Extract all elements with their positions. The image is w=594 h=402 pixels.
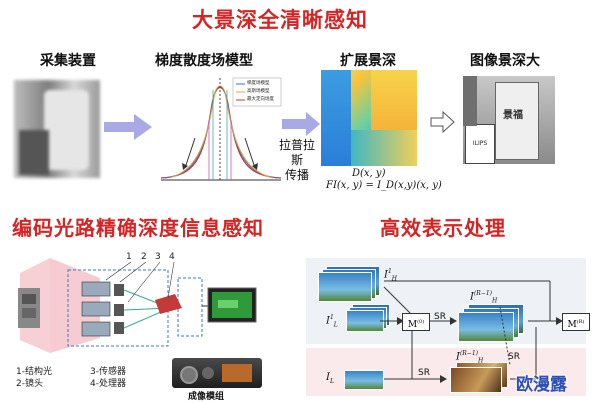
ihr2-sub: H	[478, 357, 484, 365]
legend-right: 3-传感器 4-处理器	[90, 366, 126, 390]
watermark: 欧漫露	[516, 375, 567, 395]
extend-label: 扩展景深	[340, 53, 396, 69]
ih1-sub: H	[391, 275, 398, 283]
image-label: 图像景深大	[470, 53, 540, 69]
ihr2-text: I	[456, 351, 460, 363]
capture-image	[14, 80, 100, 178]
plot-legend: 梯度场模型 高斯场模型 最大定向场度	[247, 80, 274, 104]
arrow-right-icon	[104, 114, 152, 140]
gradient-label: 梯度散度场模型	[155, 53, 253, 69]
mr-text: M	[567, 320, 577, 330]
legend-item: 2-镜头	[16, 379, 43, 389]
label-il1: I1L	[326, 314, 338, 328]
photo-text: ILIPS	[465, 124, 495, 164]
mr-sup: (R)	[576, 319, 585, 325]
il1-sup: 1	[329, 314, 334, 321]
ihr2-sup: (R−1)	[459, 350, 478, 357]
top-title: 大景深全清晰感知	[192, 8, 368, 32]
legend-left: 1-结构光 2-镜头	[16, 366, 52, 390]
mr-box: M(R)	[562, 313, 590, 331]
ih1-text: I	[384, 269, 388, 281]
fused-image: ILIPS 景福	[463, 76, 555, 164]
label-ihr: I(R−1)H	[470, 290, 497, 304]
ih1-sup: 1	[387, 268, 392, 275]
image-stack-hr	[458, 304, 524, 342]
sr-label: SR	[434, 312, 446, 322]
image-il	[344, 370, 384, 390]
right-title: 高效表示处理	[380, 216, 506, 240]
legend-item: 最大定向场度	[247, 97, 274, 102]
photo-text: 景福	[503, 110, 523, 121]
m0-sup: (0)	[417, 319, 425, 325]
legend-item: 3-传感器	[90, 367, 126, 377]
il1-sub: L	[333, 321, 338, 329]
legend-item: 梯度场模型	[247, 81, 270, 86]
legend-item: 4-处理器	[90, 379, 126, 389]
callout-number: 3	[155, 252, 161, 262]
callout-number: 2	[141, 252, 147, 262]
optical-path-diagram	[18, 258, 257, 353]
il-text: I	[326, 372, 330, 383]
acquire-label: 采集装置	[40, 53, 96, 69]
callout-number: 1	[126, 252, 132, 262]
image-stack-h1	[318, 266, 382, 302]
module-label: 成像模组	[188, 392, 225, 402]
gradient-curve-plot	[160, 77, 282, 181]
ihr-text: I	[470, 291, 474, 303]
sr-label: SR	[418, 368, 430, 378]
arrow-right-outline-icon	[430, 111, 455, 133]
m0-box: M(0)	[402, 313, 430, 331]
equation-fi: FI(x, y) = I_D(x,y)(x, y)	[326, 180, 442, 191]
legend-item: 高斯场模型	[247, 89, 270, 94]
ihr-sub: H	[492, 297, 498, 305]
imaging-module-photo	[172, 358, 262, 388]
label-il: IL	[326, 372, 334, 385]
laplace-text: 拉普拉斯	[278, 138, 315, 167]
label-ihr2: I(R−1)H	[456, 350, 483, 364]
label-ih1: I1H	[384, 268, 397, 282]
ihr-sup: (R−1)	[473, 290, 492, 297]
spread-text: 传播	[284, 168, 309, 182]
equation-d: D(x, y)	[352, 168, 386, 179]
arrow-right-icon	[282, 112, 320, 136]
depth-map	[321, 70, 417, 166]
legend-item: 1-结构光	[16, 367, 52, 377]
callout-number: 4	[169, 252, 175, 262]
laplace-label: 拉普拉斯 传播	[275, 138, 319, 183]
image-stack-hr2	[450, 362, 508, 393]
m0-text: M	[407, 320, 418, 330]
il1-text: I	[326, 315, 330, 327]
left-title: 编码光路精确深度信息感知	[12, 216, 264, 240]
flow-diagram	[380, 280, 563, 383]
sr-label: SR	[508, 352, 520, 362]
il-sub: L	[329, 378, 334, 385]
